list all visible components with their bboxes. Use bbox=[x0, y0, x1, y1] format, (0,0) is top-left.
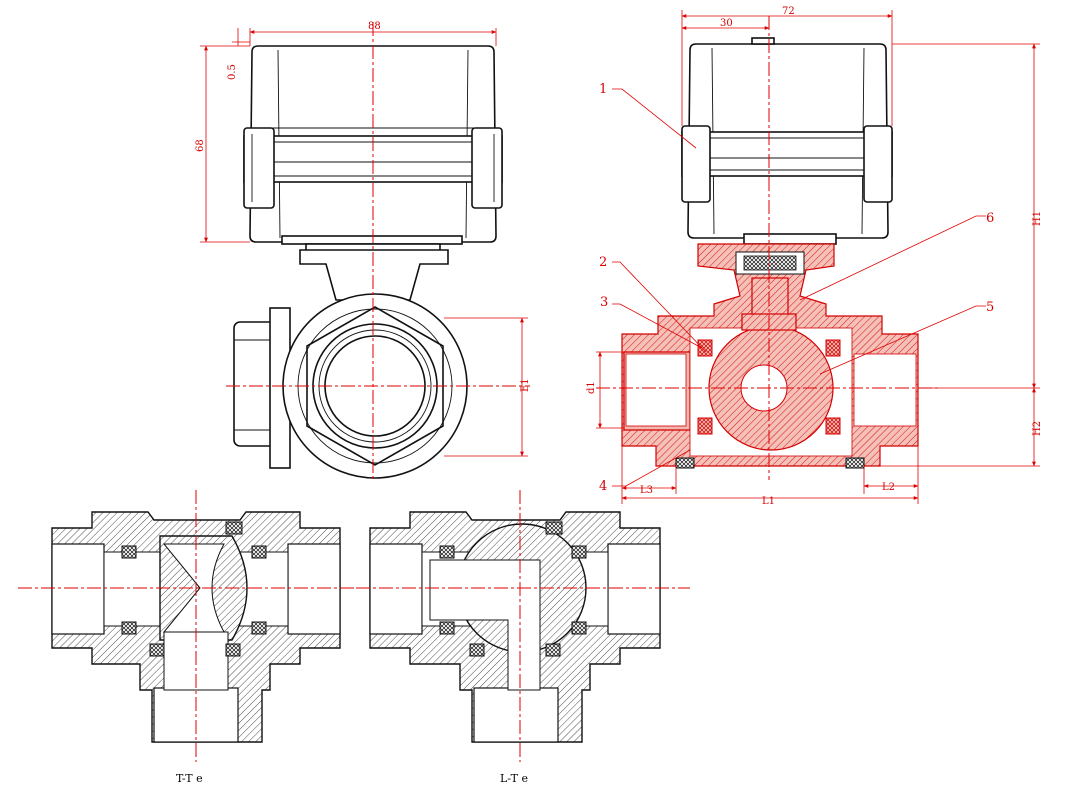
callout-3: 3 bbox=[600, 295, 608, 310]
dim-offset: 30 bbox=[720, 18, 733, 29]
dim-h1: H1 bbox=[1032, 211, 1043, 226]
callout-6: 6 bbox=[986, 211, 994, 226]
front-dimensions: 88 68 0.5 E1 bbox=[195, 21, 531, 457]
l-type-section: L-T e bbox=[356, 490, 690, 785]
side-dimensions: 72 30 H1 H2 d1 L1 L3 L2 bbox=[586, 6, 1043, 507]
dim-actuator-height: 68 bbox=[195, 139, 206, 152]
dim-side-width: 72 bbox=[782, 6, 795, 17]
side-actuator bbox=[681, 37, 893, 245]
side-valve-section bbox=[621, 243, 919, 469]
dim-d1: d1 bbox=[586, 381, 597, 394]
caption-l-type: L-T e bbox=[500, 772, 528, 785]
callouts: 1 2 3 4 5 6 bbox=[599, 82, 994, 494]
front-view: 88 68 0.5 E1 bbox=[195, 21, 531, 480]
dim-l2: L2 bbox=[882, 482, 895, 493]
dim-e1: E1 bbox=[520, 378, 531, 392]
dim-h2: H2 bbox=[1032, 421, 1043, 436]
side-section-view: 72 30 H1 H2 d1 L1 L3 L2 bbox=[586, 6, 1043, 507]
callout-1: 1 bbox=[599, 82, 607, 97]
dim-top-width: 88 bbox=[368, 21, 381, 32]
dim-l1: L1 bbox=[762, 496, 775, 507]
callout-5: 5 bbox=[986, 300, 994, 315]
dim-l3: L3 bbox=[640, 485, 653, 496]
caption-t-type: T-T e bbox=[176, 772, 203, 785]
callout-4: 4 bbox=[599, 479, 607, 494]
t-type-section: T-T e bbox=[18, 490, 356, 785]
callout-2: 2 bbox=[599, 255, 607, 270]
dim-gap: 0.5 bbox=[227, 64, 238, 80]
front-bracket bbox=[299, 249, 449, 301]
